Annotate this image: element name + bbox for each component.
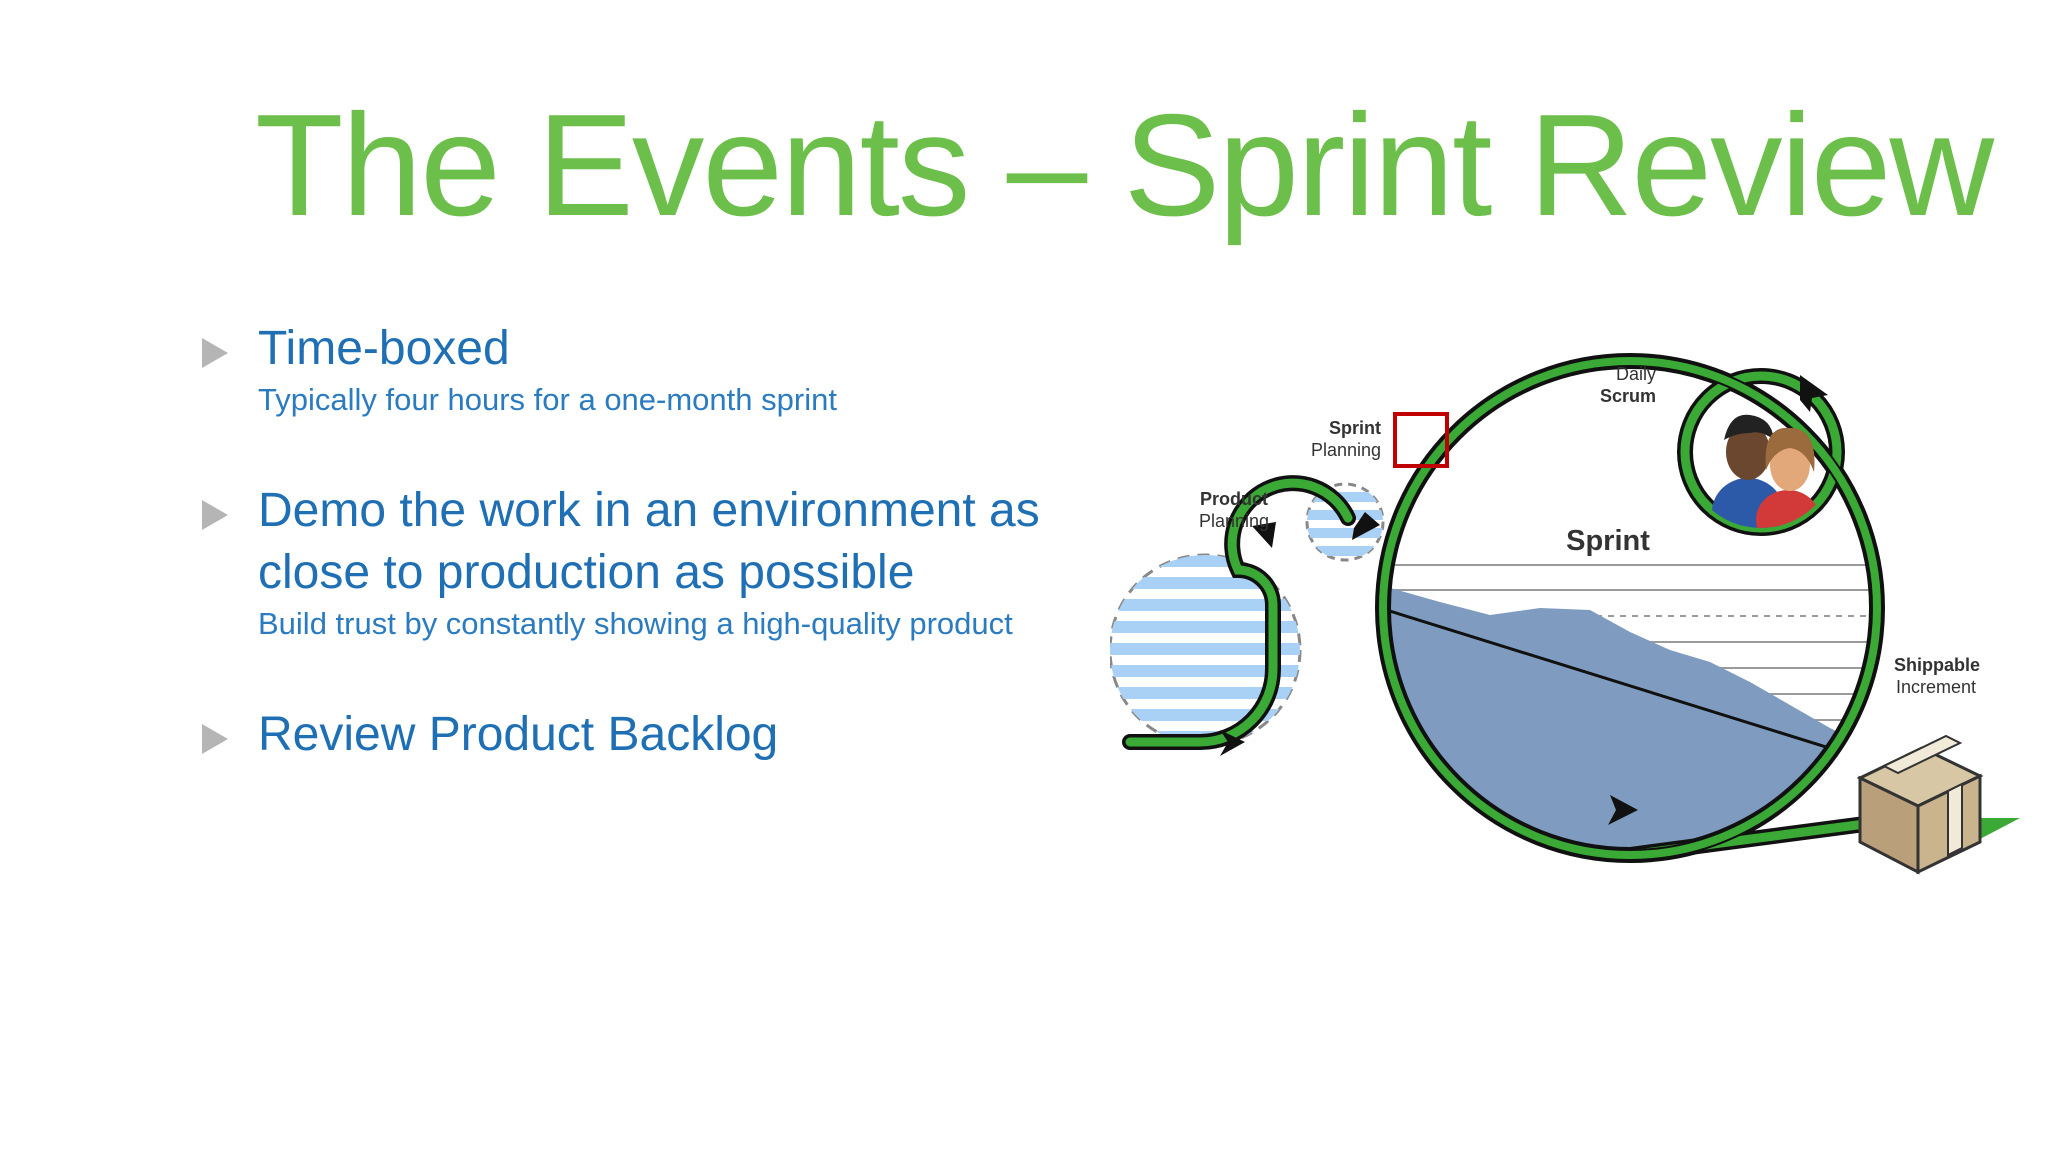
bullet-arrow-icon: [202, 724, 228, 754]
label-sprint-planning-1: Sprint: [1329, 418, 1381, 438]
bullet-subtitle: Typically four hours for a one-month spr…: [258, 382, 837, 417]
scrum-process-diagram: Product Planning Sprint Planning Daily S…: [1110, 353, 2020, 875]
bullet-arrow-icon: [202, 500, 228, 530]
team-people-icon: [1712, 414, 1820, 528]
label-daily-scrum-1: Daily: [1616, 364, 1656, 384]
label-product-planning-2: Planning: [1199, 511, 1269, 531]
shippable-box-icon: [1856, 734, 1984, 875]
bullet-arrow-icon: [202, 338, 228, 368]
bullet-item: Review Product Backlog: [198, 704, 1098, 766]
label-shippable-1: Shippable: [1894, 655, 1980, 675]
bullet-subtitle: Build trust by constantly showing a high…: [258, 606, 1013, 641]
bullet-title: Demo the work in an environment as close…: [258, 484, 1040, 599]
slide-title: The Events – Sprint Review: [255, 84, 1994, 246]
label-shippable-2: Increment: [1896, 677, 1976, 697]
label-sprint: Sprint: [1566, 525, 1650, 557]
bullet-list: Time-boxed Typically four hours for a on…: [198, 318, 1098, 826]
bullet-title: Review Product Backlog: [258, 708, 779, 761]
label-product-planning-1: Product: [1200, 489, 1268, 509]
bullet-item: Time-boxed Typically four hours for a on…: [198, 318, 1098, 420]
flow-arrow-icon: [1220, 375, 1828, 825]
label-sprint-planning-2: Planning: [1311, 440, 1381, 460]
label-daily-scrum-2: Scrum: [1600, 386, 1656, 406]
highlight-box: [1393, 412, 1449, 468]
burndown-chart: [1383, 564, 1877, 855]
bullet-item: Demo the work in an environment as close…: [198, 480, 1098, 644]
bullet-title: Time-boxed: [258, 322, 510, 375]
